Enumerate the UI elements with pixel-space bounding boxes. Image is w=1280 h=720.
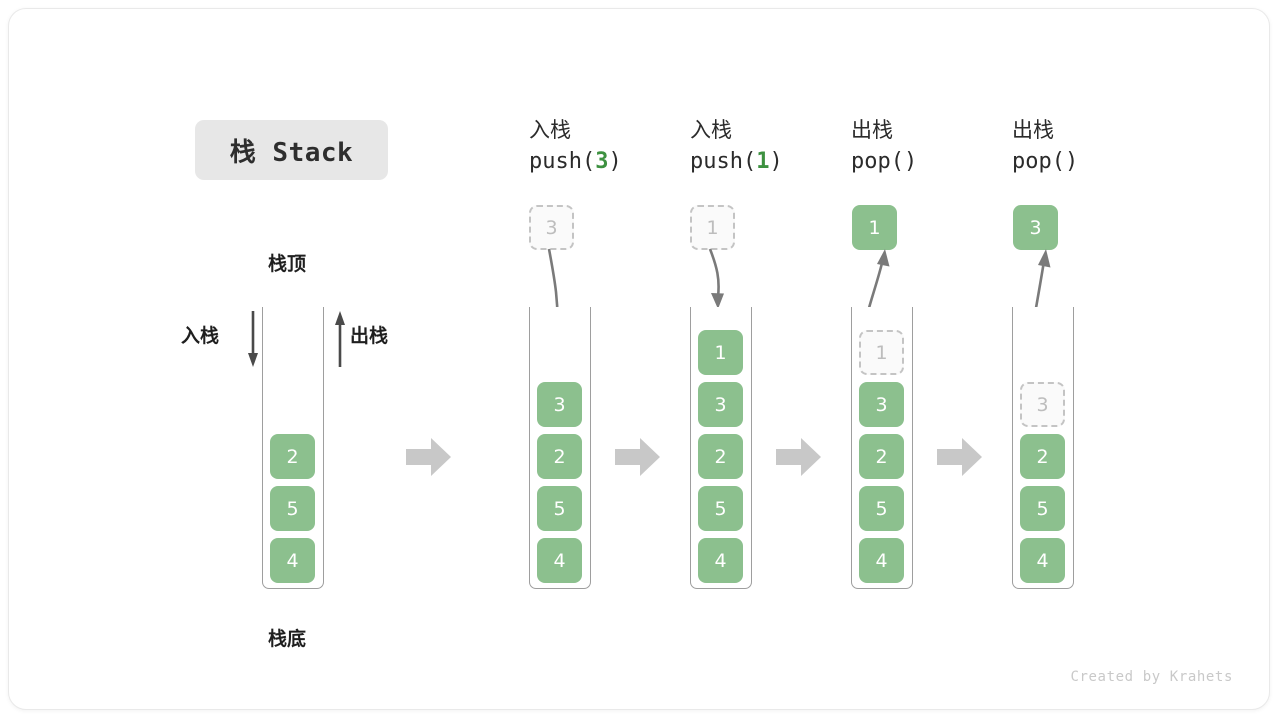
popped-cell-3: 3 [1013, 205, 1058, 250]
stack-cell: 4 [1020, 538, 1065, 583]
step-op-code: push(1) [690, 147, 783, 177]
push-side-label: 入栈 [181, 325, 220, 347]
code-argument: 1 [756, 149, 770, 174]
stack-cell: 5 [698, 486, 743, 531]
title-text: 栈 Stack [229, 137, 354, 168]
stack-cell: 5 [270, 486, 315, 531]
step-op-code: pop() [1012, 147, 1078, 177]
step-header-push-1: 入栈 push(1) [690, 117, 783, 177]
stack-cell: 3 [698, 382, 743, 427]
step-op-code: pop() [851, 147, 917, 177]
code-suffix: ) [608, 149, 622, 174]
step-arrow-icon [776, 438, 821, 476]
stack-cell: 2 [1020, 434, 1065, 479]
code-prefix: push( [529, 149, 596, 174]
ghost-cell-pop-3: 3 [1020, 382, 1065, 427]
ghost-cell-pop-1: 1 [859, 330, 904, 375]
push-curve-arrow-icon [708, 248, 724, 309]
diagram-card: 栈 Stack 栈顶 入栈 出栈 2 5 4 栈底 入栈 pus [8, 8, 1270, 710]
code-suffix: ) [1064, 149, 1079, 174]
code-argument: 3 [595, 149, 609, 174]
ghost-cell-push-1: 1 [690, 205, 735, 250]
stack-cell: 2 [698, 434, 743, 479]
title-badge: 栈 Stack [195, 120, 388, 180]
stack-cell: 3 [537, 382, 582, 427]
step-op-cn: 出栈 [851, 118, 893, 142]
push-down-arrow-icon [248, 311, 258, 367]
step-op-cn: 入栈 [529, 118, 571, 142]
ghost-cell-push-3: 3 [529, 205, 574, 250]
stack-cell: 5 [537, 486, 582, 531]
code-prefix: push( [690, 149, 757, 174]
footer-credit: Created by Krahets [1070, 669, 1233, 685]
pop-up-arrow-icon [335, 311, 345, 367]
stack-cell: 4 [537, 538, 582, 583]
pop-side-label: 出栈 [350, 325, 389, 347]
stack-cell: 2 [859, 434, 904, 479]
stack-cell: 4 [859, 538, 904, 583]
code-prefix: pop( [1012, 149, 1065, 174]
step-header-pop-3: 出栈 pop() [1012, 117, 1078, 177]
step-op-cn: 入栈 [690, 118, 732, 142]
stack-cell: 5 [859, 486, 904, 531]
step-op-cn: 出栈 [1012, 118, 1054, 142]
step-arrow-icon [615, 438, 660, 476]
step-op-code: push(3) [529, 147, 622, 177]
stack-top-label: 栈顶 [268, 253, 307, 275]
step-arrow-icon [937, 438, 982, 476]
popped-cell-1: 1 [852, 205, 897, 250]
stack-bottom-label: 栈底 [268, 628, 307, 650]
step-header-pop-1: 出栈 pop() [851, 117, 917, 177]
stack-cell: 5 [1020, 486, 1065, 531]
code-suffix: ) [769, 149, 783, 174]
stack-cell: 3 [859, 382, 904, 427]
stack-cell: 2 [270, 434, 315, 479]
code-suffix: ) [903, 149, 918, 174]
step-arrow-icon [406, 438, 451, 476]
stack-cell: 4 [698, 538, 743, 583]
code-prefix: pop( [851, 149, 904, 174]
stack-cell: 4 [270, 538, 315, 583]
stack-cell: 2 [537, 434, 582, 479]
step-header-push-3: 入栈 push(3) [529, 117, 622, 177]
stack-cell: 1 [698, 330, 743, 375]
